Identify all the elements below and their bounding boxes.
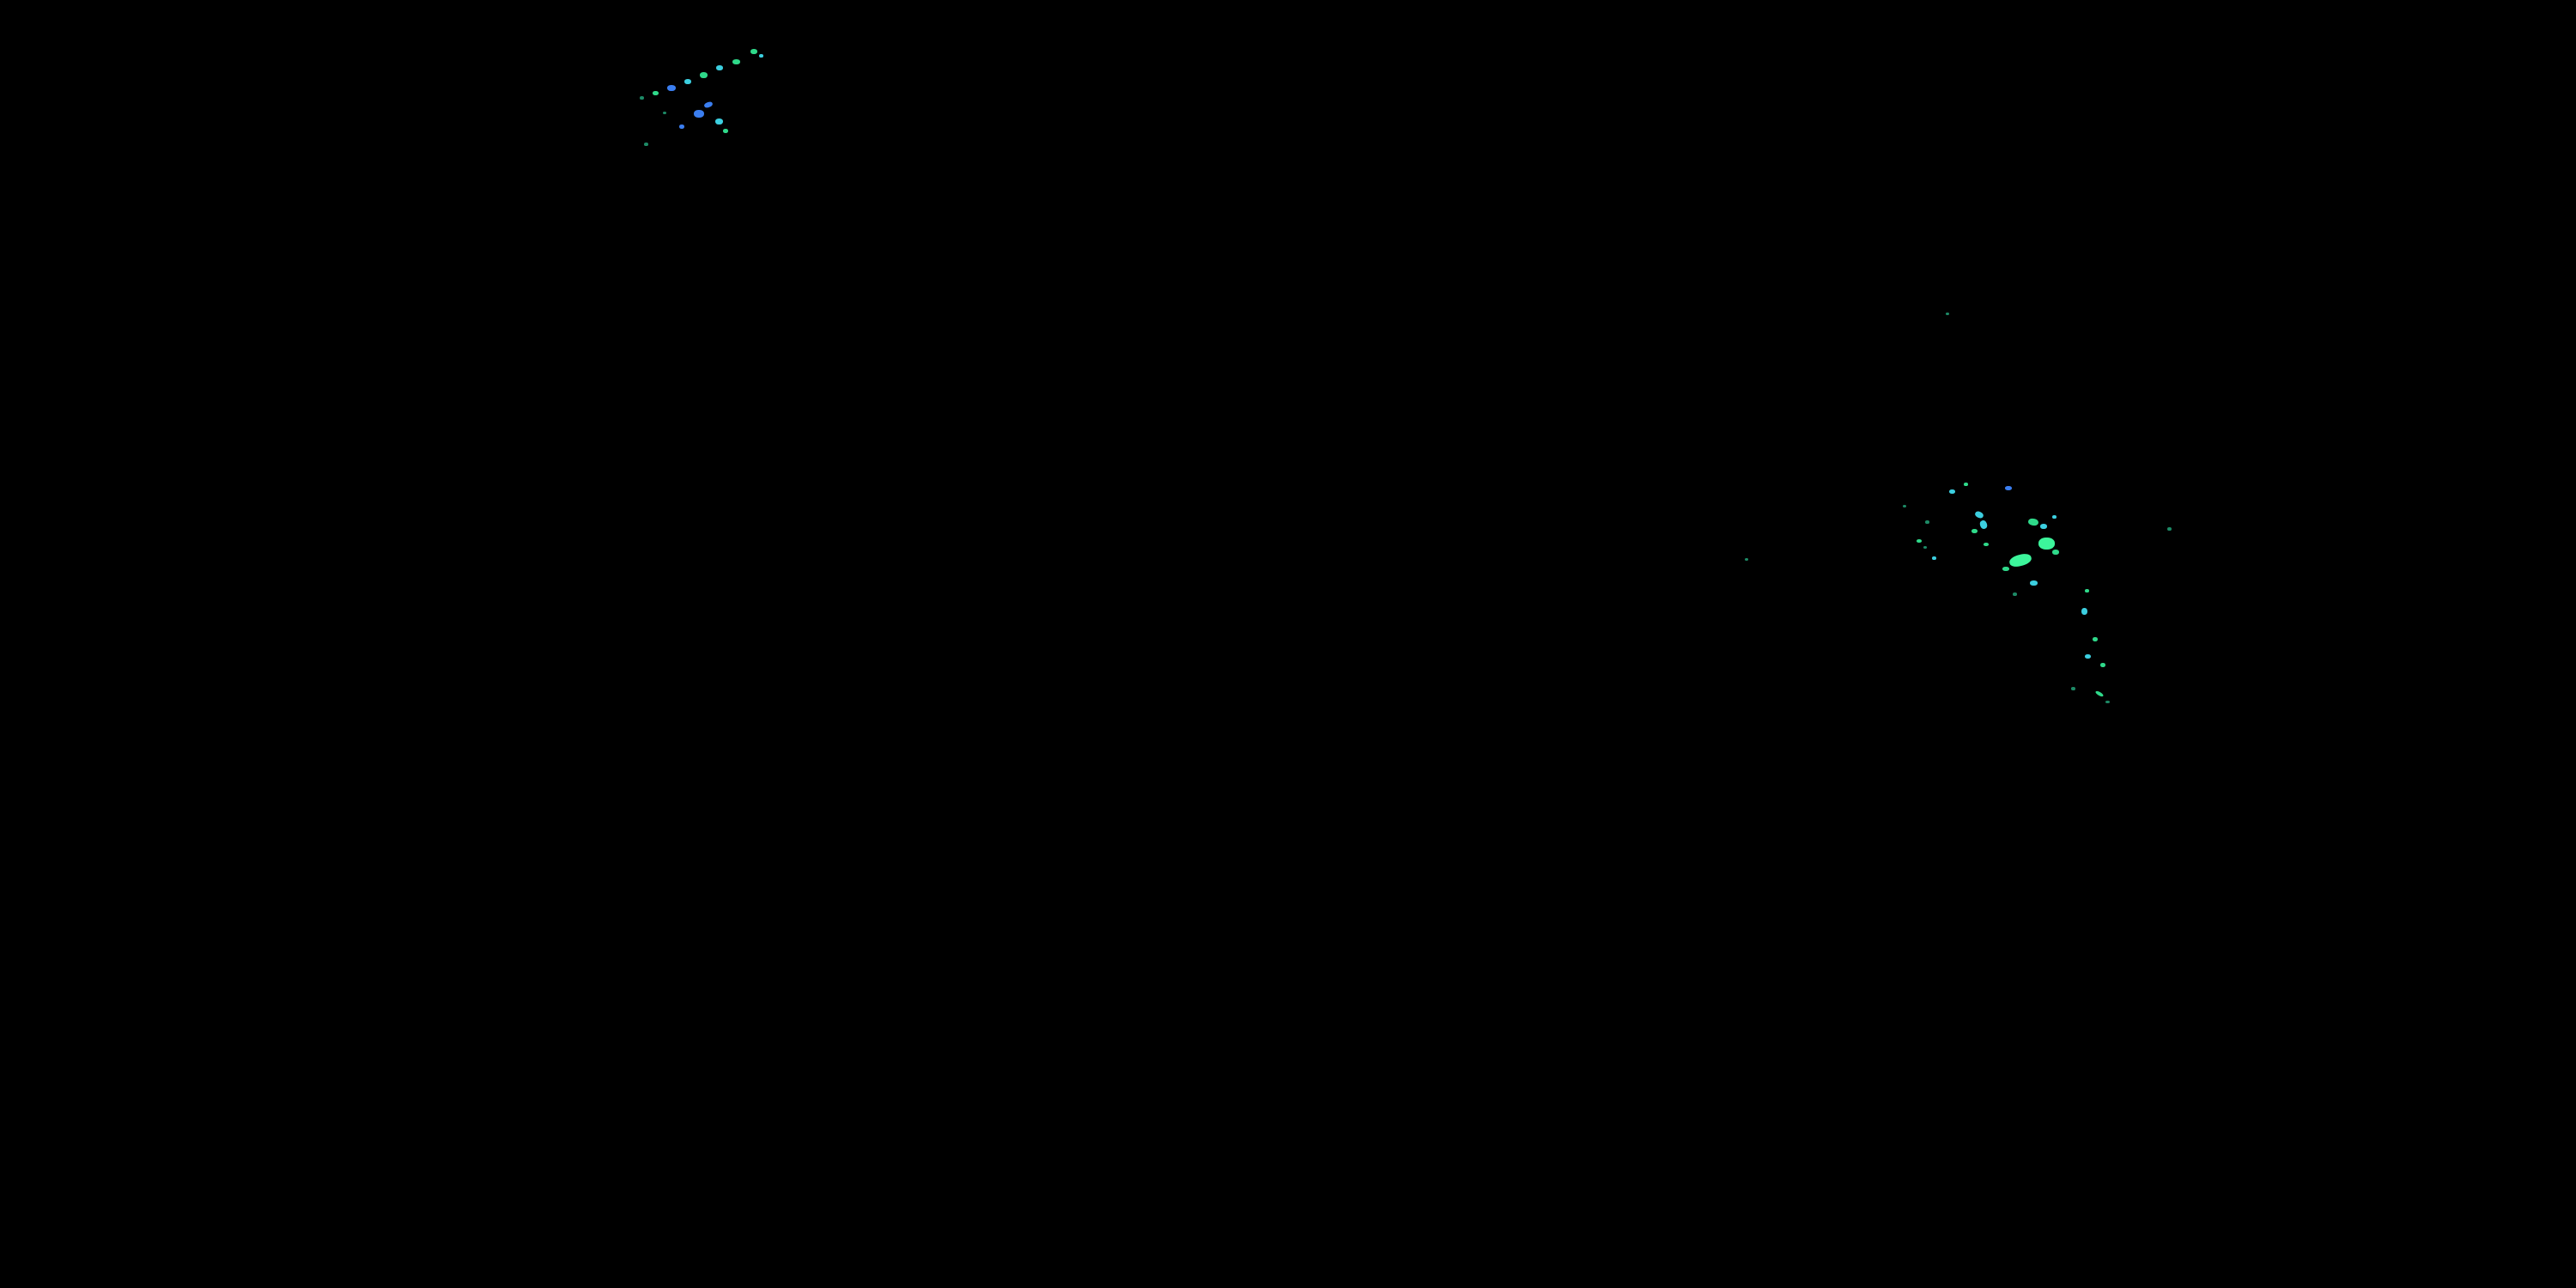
- map-feature: [2005, 486, 2012, 490]
- map-feature: [2002, 567, 2009, 571]
- map-feature: [2085, 654, 2091, 659]
- map-feature: [653, 91, 659, 95]
- map-feature: [2052, 515, 2057, 519]
- map-feature: [1964, 483, 1968, 486]
- map-feature: [2030, 580, 2038, 586]
- map-feature: [694, 110, 704, 118]
- map-feature: [715, 118, 723, 125]
- map-feature: [679, 125, 684, 129]
- map-feature: [2052, 550, 2059, 555]
- map-feature: [1971, 529, 1978, 533]
- map-feature: [2105, 701, 2110, 703]
- map-feature: [1745, 558, 1748, 561]
- map-feature: [2167, 527, 2172, 531]
- map-feature: [644, 143, 648, 146]
- map-feature: [1973, 510, 1985, 519]
- map-feature: [2040, 524, 2047, 529]
- map-feature: [759, 54, 763, 58]
- map-feature: [732, 59, 740, 64]
- map-feature: [2013, 592, 2017, 596]
- map-feature: [1949, 489, 1955, 494]
- map-feature: [1978, 519, 1989, 531]
- map-feature: [2008, 551, 2033, 569]
- map-feature: [723, 129, 728, 133]
- map-feature: [703, 100, 714, 109]
- map-feature: [1946, 313, 1949, 315]
- map-feature: [2093, 637, 2098, 641]
- map-feature: [1925, 520, 1929, 524]
- map-feature: [700, 72, 708, 78]
- map-feature: [1932, 556, 1936, 560]
- map-feature: [640, 96, 644, 100]
- map-feature: [2100, 663, 2105, 667]
- map-feature: [1923, 546, 1927, 549]
- map-feature: [2027, 518, 2039, 526]
- map-feature: [750, 49, 757, 54]
- map-feature: [1903, 505, 1906, 507]
- map-feature: [1984, 543, 1989, 546]
- map-feature: [2094, 690, 2105, 698]
- map-feature: [2071, 687, 2075, 690]
- map-feature: [2038, 538, 2055, 550]
- map-feature: [716, 65, 723, 70]
- map-feature: [2081, 608, 2087, 615]
- map-feature: [2085, 589, 2089, 592]
- map-feature: [684, 79, 691, 84]
- map-feature: [1917, 539, 1922, 543]
- map-feature: [667, 85, 676, 91]
- map-feature: [663, 112, 666, 114]
